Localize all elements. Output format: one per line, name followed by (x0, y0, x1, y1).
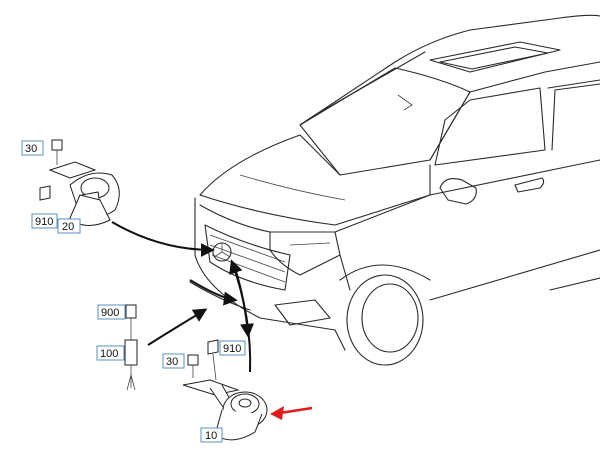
callout-label: 20 (62, 221, 74, 233)
callout-label: 910 (223, 343, 241, 355)
lower-horn-assembly (182, 339, 268, 441)
callout-20: 20 (57, 218, 81, 234)
leader-arrows (111, 221, 255, 373)
leader-arrow-harness-2 (147, 308, 208, 346)
callout-10: 10 (200, 427, 223, 443)
callout-label: 910 (35, 216, 53, 228)
callout-900: 900 (97, 304, 126, 320)
highlight-arrow (270, 406, 313, 420)
callout-label: 30 (166, 356, 178, 368)
wiring-harness (124, 304, 138, 391)
callout-30-bottom: 30 (162, 353, 185, 369)
callout-910-top: 910 (31, 213, 58, 229)
callout-label: 30 (25, 143, 37, 155)
leader-arrow-harness-3 (189, 279, 238, 306)
callout-label: 900 (101, 307, 119, 319)
callout-label: 100 (100, 348, 118, 360)
leader-arrow-upper-horn (111, 221, 215, 257)
callout-label: 10 (205, 430, 217, 442)
callout-30-top: 30 (21, 140, 44, 156)
leader-arrow-harness-1 (234, 267, 255, 338)
callout-910-bottom: 910 (219, 340, 246, 356)
upper-horn-assembly (39, 139, 120, 226)
car-illustration (189, 14, 600, 366)
callout-100: 100 (96, 345, 125, 361)
